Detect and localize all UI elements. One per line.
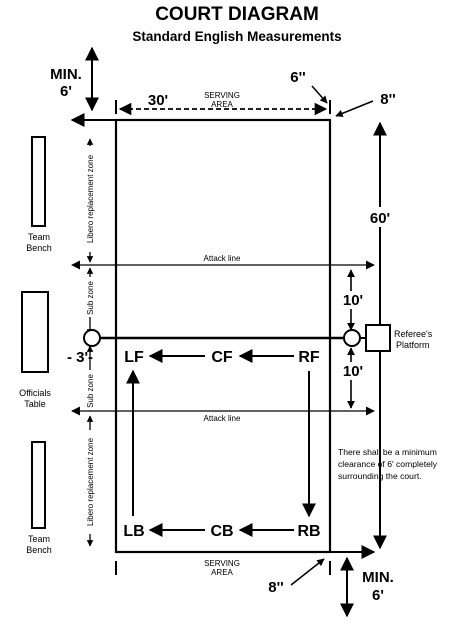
team-bench-top-label-2: Bench — [26, 243, 52, 253]
clearance-note-2: clearance of 6' completely — [338, 459, 438, 469]
sub-zone-bottom-label: Sub zone — [86, 374, 95, 408]
page-subtitle: Standard English Measurements — [132, 29, 341, 44]
clearance-note-1: There shall be a minimum — [338, 447, 437, 457]
serving-area-bottom-2: AREA — [211, 568, 233, 577]
length-60-label: 60' — [370, 210, 390, 227]
min-bottom-label-2: 6' — [372, 587, 384, 604]
libero-label-top-bg — [84, 146, 96, 252]
eight-inch-bottom-arrow — [290, 558, 325, 586]
eight-inch-bottom-label: 8'' — [268, 579, 283, 596]
eight-inch-top-arrow — [335, 100, 374, 117]
team-bench-bottom-label-2: Bench — [26, 545, 52, 555]
attack-line-top-label: Attack line — [204, 254, 241, 263]
serving-area-top-2: AREA — [211, 100, 233, 109]
sub-zone-top-bg — [84, 277, 96, 317]
ten-bottom-label: 10' — [343, 363, 363, 380]
position-rb: RB — [297, 523, 320, 540]
referee-platform — [365, 324, 391, 352]
team-bench-bottom-label-1: Team — [28, 534, 50, 544]
court-outline — [114, 118, 332, 554]
referee-platform-label-1: Referee's — [394, 329, 433, 339]
ten-top-label: 10' — [343, 292, 363, 309]
serving-area-top-1: SERVING — [204, 91, 240, 100]
position-cf: CF — [211, 349, 233, 366]
ten-bottom-bg — [340, 362, 364, 380]
sub-zone-top-label: Sub zone — [86, 281, 95, 315]
team-bench-top — [31, 136, 46, 227]
libero-zone-top-label: Libero replacement zone — [86, 154, 95, 243]
officials-table-label-2: Table — [24, 399, 46, 409]
team-bench-bottom — [31, 441, 46, 529]
width-30-label: 30' — [148, 92, 168, 109]
position-lf: LF — [124, 349, 144, 366]
length-60-label-bg — [366, 207, 394, 227]
officials-table-label-1: Officials — [19, 388, 51, 398]
post-offset-label: - 3'- — [67, 349, 93, 366]
referee-platform-label-2: Platform — [396, 340, 430, 350]
page-title: COURT DIAGRAM — [155, 4, 319, 25]
min-bottom-label-1: MIN. — [362, 569, 394, 586]
libero-label-bottom-bg — [84, 430, 96, 534]
serving-area-bottom-1: SERVING — [204, 559, 240, 568]
min-top-label-2: 6' — [60, 83, 72, 100]
sub-zone-bottom-bg — [84, 370, 96, 410]
libero-zone-bottom-label: Libero replacement zone — [86, 437, 95, 526]
position-lb: LB — [123, 523, 144, 540]
officials-table — [21, 291, 49, 373]
clearance-note-3: surrounding the court. — [338, 471, 422, 481]
ten-top-bg — [340, 291, 364, 309]
net-post-left — [83, 329, 101, 347]
eight-inch-top-label: 8'' — [380, 91, 395, 108]
six-inch-arrow — [311, 85, 328, 104]
attack-line-bottom-label: Attack line — [204, 414, 241, 423]
position-cb: CB — [210, 523, 233, 540]
net-post-right — [343, 329, 361, 347]
six-inch-label: 6'' — [290, 69, 305, 86]
min-top-label-1: MIN. — [50, 66, 82, 83]
position-rf: RF — [298, 349, 320, 366]
team-bench-top-label-1: Team — [28, 232, 50, 242]
